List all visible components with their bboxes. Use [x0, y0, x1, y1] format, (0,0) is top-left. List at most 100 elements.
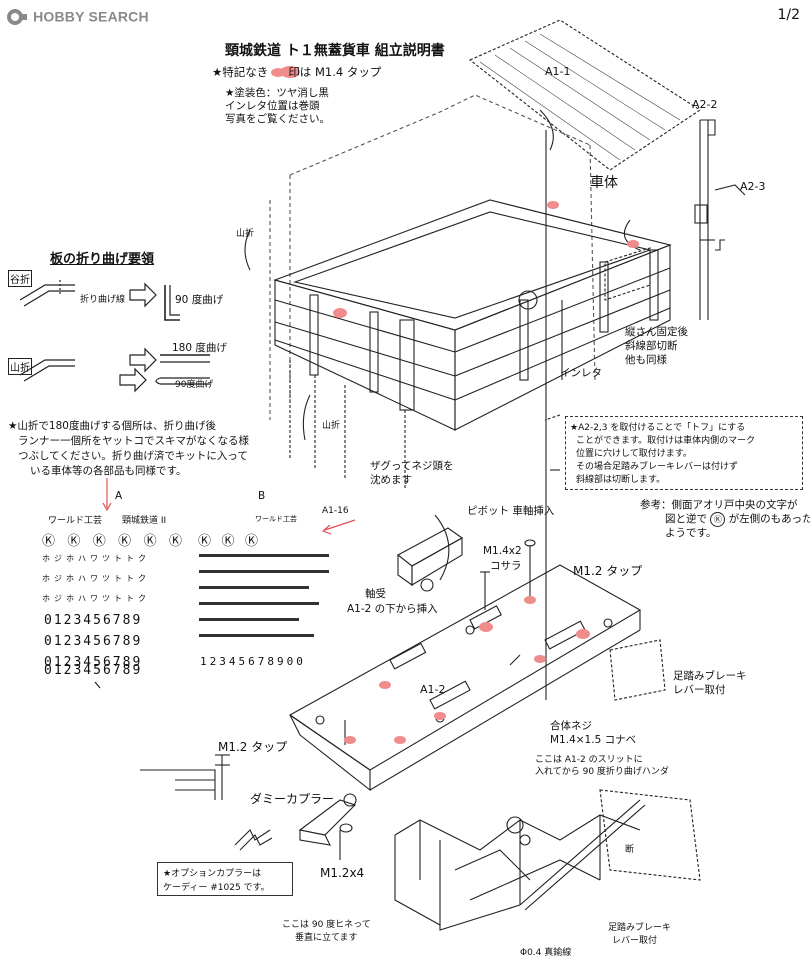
hinge-mark: 断	[625, 845, 635, 855]
twist-note-1: ここは 90 度ヒネって	[282, 920, 371, 930]
fold-line-label: 折り曲げ線	[80, 295, 126, 305]
option-coupler-box: ★オプションカプラーは ケーディー #1025 です。	[157, 862, 293, 896]
k-emblem-icon: Ⓚ	[42, 534, 56, 549]
bend-90-b: 90度曲げ	[175, 380, 214, 390]
decal-kana-row-3: ホジホハワツトトク	[42, 594, 150, 603]
decal-maker-a2: 頸城鉄道 II	[122, 516, 167, 526]
k-emblem-icon: Ⓚ	[118, 534, 132, 549]
fold-note-4: いる車体等の各部品も同様です。	[30, 465, 187, 477]
coupler-mount	[140, 754, 230, 800]
axlebox-note-1: 軸受	[365, 588, 386, 600]
k-emblem-icon: Ⓚ	[168, 534, 182, 549]
screws	[339, 539, 536, 860]
k-emblem-icon: Ⓚ	[244, 534, 258, 549]
k-emblem-icon: Ⓚ	[143, 534, 157, 549]
label-yama-ori-1: 山折	[236, 229, 255, 239]
brake-top-note-1: 足踏みブレーキ	[673, 670, 747, 682]
countersink-note-1: ザグってネジ頭を	[370, 460, 454, 472]
a1-1-sheet	[468, 19, 702, 171]
tap-note-suffix: 印は M1.4 タップ	[288, 65, 382, 79]
fold-arrows	[244, 109, 641, 581]
a1-2-floor	[288, 564, 642, 792]
fold-note-3: つぶしてください。折り曲げ済でキットに入って	[18, 450, 248, 462]
decal-k-row: Ⓚ Ⓚ Ⓚ Ⓚ Ⓚ Ⓚ	[42, 530, 182, 549]
tap-markers	[280, 66, 639, 744]
reinforce-note-2: 斜線部切断	[625, 340, 678, 352]
red-dot-icon	[271, 68, 286, 77]
slit-note-1: ここは A1-2 のスリットに	[535, 755, 643, 765]
logo-text: HOBBY SEARCH	[33, 8, 149, 25]
label-a1-2: A1-2	[420, 683, 446, 696]
logo-mark-icon	[7, 8, 27, 25]
option-note-2: ケーディー #1025 です。	[163, 883, 270, 893]
label-a1-16: A1-16	[322, 506, 349, 516]
slit-note-2: 入れてから 90 度折り曲げハンダ	[535, 767, 669, 777]
decal-label-b: B	[258, 490, 266, 502]
page-title: 頸城鉄道 ト１無蓋貨車 組立説明書	[225, 43, 445, 59]
brake-lever-piece	[234, 829, 273, 851]
fold-guide-drawings	[19, 280, 356, 689]
alloy-screw-note-1: 合体ネジ	[550, 720, 592, 732]
topu-note-box: ★A2-2,3 を取付けることで「トフ」にする ことができます。取付けは車体内側…	[565, 416, 803, 490]
tap-note-prefix: ★特記なき	[212, 65, 269, 79]
ref-note-3: ようです。	[665, 527, 717, 539]
brake-bottom-note-2: レバー取付	[612, 936, 658, 946]
brake-top-note-2: レバー取付	[673, 684, 726, 696]
a2-3-part	[714, 184, 746, 251]
label-a2-3: A2-3	[740, 180, 766, 193]
label-yama-ori-2: 山折	[322, 421, 341, 431]
decal-b-small-print	[199, 554, 329, 637]
countersink-note-2: 沈めます	[370, 474, 412, 486]
fold-guide-heading: 板の折り曲げ要領	[50, 252, 155, 267]
topu-note-3: 位置に穴けして取付けます。	[576, 449, 692, 459]
k-emblem-icon: Ⓚ	[198, 534, 212, 549]
option-note-1: ★オプションカプラーは	[163, 869, 262, 879]
decal-label-a: A	[115, 490, 123, 502]
axle-bearing	[397, 527, 464, 592]
decal-digits-1: 0123456789	[44, 613, 143, 628]
decal-b-k-row: Ⓚ Ⓚ Ⓚ	[198, 530, 258, 549]
label-body: 車体	[590, 175, 618, 191]
mountain-fold-label: 山折	[8, 358, 32, 375]
m14x2-note-2: コサラ	[490, 560, 522, 572]
topu-note-5: 斜線部は切断します。	[576, 475, 666, 485]
topu-note-4: その場合足踏みブレーキレバーは付けず	[576, 462, 739, 472]
decal-maker-b: ワールド工芸	[255, 515, 297, 523]
m12-tap-right: M1.2 タップ	[573, 564, 643, 578]
page-number: 1/2	[777, 7, 800, 23]
label-a1-1: A1-1	[545, 65, 571, 78]
wire-note: Φ0.4 真鍮線	[520, 948, 572, 958]
decal-digits-3: 0123456789	[44, 655, 143, 670]
ref-note-1: 参考：側面アオリ戸中央の文字が	[640, 499, 798, 511]
logo: HOBBY SEARCH	[6, 6, 149, 26]
ref-note-2-prefix: 図と逆で	[665, 513, 707, 525]
decal-maker-a1: ワールド工芸	[48, 516, 103, 526]
ref-note-2-suffix: が左側のもあった	[728, 513, 810, 525]
alloy-screw-note-2: M1.4×1.5 コナベ	[550, 734, 637, 746]
pivot-note: ピボット 車軸挿入	[467, 505, 555, 517]
bend-90-a: 90 度曲げ	[175, 294, 224, 306]
decal-kana-row-1: ホジホハワツトトク	[42, 554, 150, 563]
axlebox-note-2: A1-2 の下から挿入	[347, 603, 438, 615]
decal-kana-row-2: ホジホハワツトトク	[42, 574, 150, 583]
m14x2-note-1: M1.4x2	[483, 545, 522, 557]
tap-note: ★特記なき 印は M1.4 タップ	[212, 64, 381, 80]
reinforce-note-1: 縦さん固定後	[625, 326, 688, 338]
paint-note-1: ★塗装色：ツヤ消し黒	[225, 87, 329, 99]
paint-note-2: インレタ位置は巻頭	[225, 100, 320, 112]
ref-note-2: 図と逆で Ⓚ が左側のもあった	[665, 511, 810, 527]
twist-note-2: 垂直に立てます	[295, 933, 358, 943]
k-emblem-icon: Ⓚ	[221, 534, 235, 549]
fold-note-1: ★山折で180度曲げする個所は、折り曲げ後	[8, 420, 216, 432]
decal-b-digits: 12345678900	[200, 655, 306, 668]
a1-1-hatch	[479, 33, 681, 161]
reinforce-note-3: 他も同様	[625, 354, 667, 366]
topu-note-1: ★A2-2,3 を取付けることで「トフ」にする	[570, 423, 746, 433]
brake-bottom-note-1: 足踏みブレーキ	[608, 923, 672, 933]
topu-note-2: ことができます。取付けは車体内側のマーク	[576, 436, 756, 446]
decal-digits-2: 0123456789	[44, 634, 143, 649]
m12x4-label: M1.2x4	[320, 866, 365, 880]
dummy-coupler-label: ダミーカプラー	[250, 792, 335, 806]
label-a2-2: A2-2	[692, 98, 718, 111]
a2-2-part	[694, 119, 716, 320]
